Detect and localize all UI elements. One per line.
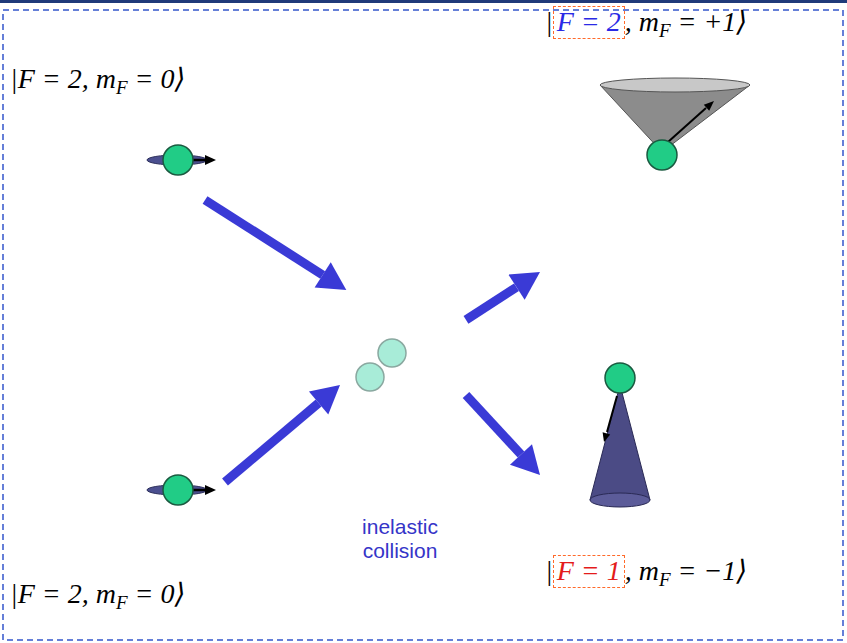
cone-top	[600, 78, 750, 92]
subscript: F	[659, 20, 671, 41]
arrowhead	[508, 272, 540, 300]
state-label: |F = 1, mF = −1⟩	[540, 365, 790, 615]
quantum-number: F = 1	[553, 555, 625, 588]
state-ket: |F = 2, mF = +1⟩	[545, 4, 747, 39]
arrow-shaft	[466, 395, 521, 454]
quantum-number: F = 2	[18, 63, 82, 94]
colliding-atom	[378, 339, 406, 367]
colliding-atom	[356, 363, 384, 391]
top-bar	[0, 0, 847, 3]
dashed-frame	[3, 10, 843, 640]
precession-cone	[600, 85, 750, 152]
atom	[605, 363, 635, 393]
state-label: |F = 2, mF = 0⟩	[8, 460, 225, 635]
spin-arrow	[668, 108, 706, 142]
subscript: F	[659, 569, 671, 590]
spin-arrow	[607, 396, 617, 432]
arrowhead	[315, 262, 347, 290]
arrow-shaft	[225, 403, 319, 482]
spin-arrowhead	[704, 101, 714, 111]
reaction-arrow	[466, 395, 540, 475]
quantum-number: F = 2	[18, 578, 82, 609]
collision-label: inelastic collision	[340, 515, 460, 563]
reaction-arrow	[205, 200, 346, 290]
spin-arrowhead	[205, 485, 216, 495]
state-ket: |F = 2, mF = 0⟩	[10, 61, 185, 96]
subscript: F	[116, 592, 128, 613]
spin-arrowhead	[205, 155, 216, 165]
cone-base	[590, 493, 650, 507]
precession-cone	[590, 385, 650, 500]
atom	[163, 145, 193, 175]
atom	[163, 475, 193, 505]
state-ket: |F = 1, mF = −1⟩	[545, 553, 747, 588]
state-label: |F = 2, mF = 0⟩	[8, 55, 225, 200]
arrow-shaft	[466, 287, 517, 320]
state-label: |F = 2, mF = +1⟩	[540, 2, 790, 280]
subscript: F	[116, 77, 128, 98]
spin-arrowhead	[603, 432, 611, 442]
arrowhead	[510, 444, 540, 475]
arrow-shaft	[205, 200, 323, 275]
quantum-number: F = 2	[553, 6, 625, 39]
arrowhead	[309, 385, 340, 415]
reaction-arrow	[466, 272, 540, 320]
reaction-arrow	[225, 385, 340, 482]
atom	[647, 140, 677, 170]
state-ket: |F = 2, mF = 0⟩	[10, 576, 185, 611]
collision-point: inelastic collision	[340, 290, 466, 405]
